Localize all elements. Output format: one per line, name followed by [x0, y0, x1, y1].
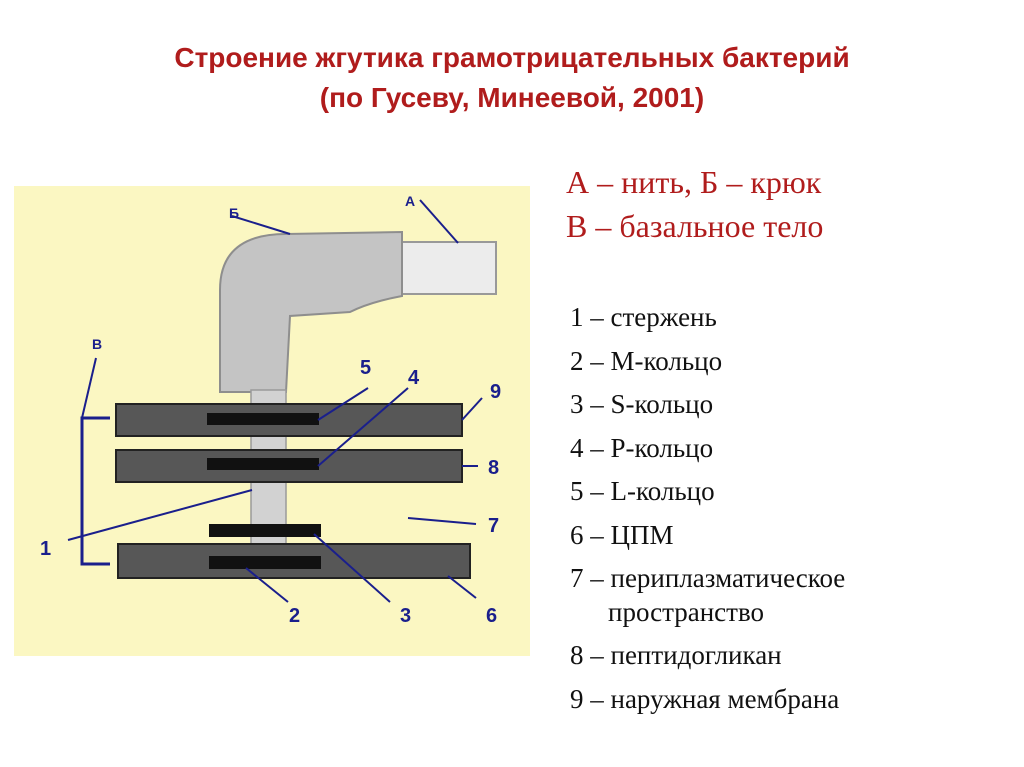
legend-heading-line: В – базальное тело [566, 204, 823, 248]
legend-item: 5 – L-кольцо [570, 470, 845, 514]
legend-item: 4 – Р-кольцо [570, 427, 845, 471]
legend-list: 1 – стержень 2 – М-кольцо 3 – S-кольцо 4… [570, 296, 845, 721]
label-9: 9 [490, 381, 501, 403]
legend-heading-line: А – нить, Б – крюк [566, 160, 823, 204]
label-6: 6 [486, 605, 497, 627]
legend-heading: А – нить, Б – крюк В – базальное тело [566, 160, 823, 248]
p-ring [207, 458, 319, 470]
label-1: 1 [40, 538, 51, 560]
m-ring [209, 556, 321, 569]
label-8: 8 [488, 457, 499, 479]
label-7: 7 [488, 515, 499, 537]
label-2: 2 [289, 605, 300, 627]
legend-item: 1 – стержень [570, 296, 845, 340]
label-4: 4 [408, 367, 420, 389]
legend-item: 3 – S-кольцо [570, 383, 845, 427]
l-ring [207, 413, 319, 425]
filament [392, 242, 496, 294]
label-v: В [92, 336, 102, 352]
legend-item: 6 – ЦПМ [570, 514, 845, 558]
label-5: 5 [360, 357, 371, 379]
label-b: Б [229, 205, 239, 221]
legend-item: 9 – наружная мембрана [570, 678, 845, 722]
s-ring [209, 524, 321, 537]
label-a: А [405, 193, 415, 209]
legend-item: 8 – пептидогликан [570, 634, 845, 678]
label-3: 3 [400, 605, 411, 627]
legend-item: 2 – М-кольцо [570, 340, 845, 384]
